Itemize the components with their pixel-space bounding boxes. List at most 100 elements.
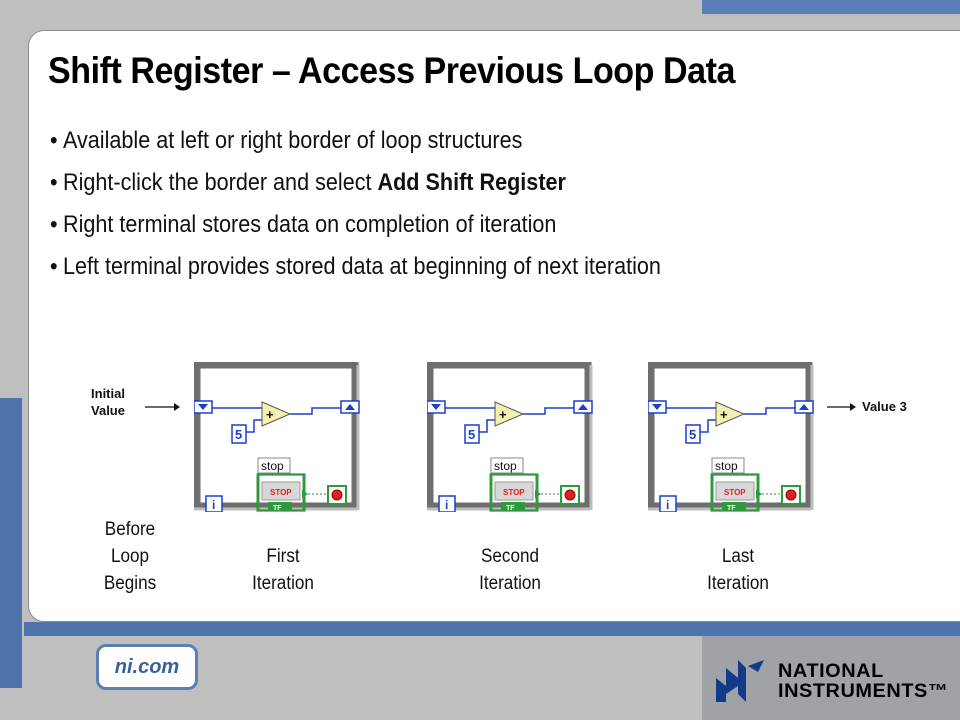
iteration-terminal [438, 495, 456, 512]
stop-label-box [257, 457, 291, 474]
before-loop-label: Before Loop Begins [90, 516, 169, 597]
output-arrow-icon [535, 490, 541, 498]
stop-button-face [261, 481, 301, 501]
plus-icon: + [499, 407, 507, 422]
add-node-icon [715, 401, 746, 427]
decor-left-band [0, 398, 22, 688]
add-node-icon [261, 401, 292, 427]
initial-value-line1: Initial [91, 386, 125, 401]
stop-condition-icon [564, 489, 576, 501]
bullet-list: •Available at left or right border of lo… [50, 120, 729, 288]
stop-label-box [490, 457, 524, 474]
down-arrow-icon [431, 404, 441, 410]
add-node-icon [494, 401, 525, 427]
bullet-dot: • [50, 127, 58, 154]
output-value-arrow-icon [827, 403, 856, 411]
bullet-text: Right terminal stores data on completion… [62, 211, 557, 238]
while-loop-last: + 5 stop STOP TF i [648, 362, 814, 512]
tf-indicator [268, 502, 292, 511]
iteration-terminal-text: i [212, 498, 215, 512]
wire [246, 419, 262, 433]
before-line3: Begins [103, 573, 157, 594]
decor-top-right-bar [702, 0, 960, 14]
tf-text: TF [506, 505, 515, 512]
tf-text: TF [727, 505, 736, 512]
up-arrow-icon [345, 404, 355, 410]
stop-label: stop [715, 459, 738, 473]
while-loop-second: + 5 stop STOP TF i [427, 362, 593, 512]
bullet-item: •Right terminal stores data on completio… [50, 204, 661, 246]
stop-label: stop [494, 459, 517, 473]
stop-button-text: STOP [724, 488, 746, 497]
bullet-item: •Left terminal provides stored data at b… [50, 246, 661, 288]
first-iteration-label: First Iteration [241, 543, 326, 597]
logo-line2: INSTRUMENTS™ [778, 681, 949, 702]
bullet-text: Right-click the border and select [62, 169, 378, 196]
before-line2: Loop [110, 546, 150, 567]
plus-icon: + [266, 407, 274, 422]
bullet-dot: • [50, 253, 58, 280]
bullet-text: Left terminal provides stored data at be… [62, 253, 661, 280]
first-iteration-line2: Iteration [252, 573, 314, 594]
down-arrow-icon [198, 404, 208, 410]
down-arrow-icon [652, 404, 662, 410]
tf-indicator [722, 502, 746, 511]
initial-value-label: Initial Value [82, 385, 134, 419]
numeric-constant [685, 424, 701, 444]
stop-button-face [494, 481, 534, 501]
second-iteration-line1: Second [480, 546, 539, 567]
wire [479, 419, 495, 433]
numeric-constant [464, 424, 480, 444]
bullet-item: •Available at left or right border of lo… [50, 120, 661, 162]
slide-panel [28, 30, 960, 622]
tf-indicator [501, 502, 525, 511]
bullet-dot: • [50, 211, 58, 238]
numeric-constant-text: 5 [235, 427, 242, 442]
tf-text: TF [273, 505, 282, 512]
stop-label: stop [261, 459, 284, 473]
up-arrow-icon [799, 404, 809, 410]
wire [744, 407, 795, 415]
bullet-dot: • [50, 169, 58, 196]
output-arrow-icon [302, 490, 308, 498]
iteration-terminal [659, 495, 677, 512]
ni-eagle-logo-icon [716, 660, 764, 702]
wire [523, 407, 574, 415]
wire [700, 419, 716, 433]
iteration-terminal-text: i [666, 498, 669, 512]
second-iteration-label: Second Iteration [467, 543, 553, 597]
bullet-item: •Right-click the border and select Add S… [50, 162, 661, 204]
initial-value-line2: Value [91, 403, 125, 418]
output-arrow-icon [756, 490, 762, 498]
stop-condition-icon [785, 489, 797, 501]
plus-icon: + [720, 407, 728, 422]
output-value-label: Value 3 [862, 399, 907, 414]
national-instruments-logo: NATIONAL INSTRUMENTS™ [712, 658, 952, 706]
ni-com-link[interactable]: ni.com [96, 644, 198, 690]
decor-bottom-band [24, 622, 960, 636]
up-arrow-icon [578, 404, 588, 410]
initial-value-arrow-icon [145, 403, 180, 411]
first-iteration-line1: First [266, 546, 300, 567]
last-iteration-line1: Last [721, 546, 755, 567]
numeric-constant-text: 5 [468, 427, 475, 442]
before-line1: Before [104, 519, 156, 540]
last-iteration-line2: Iteration [707, 573, 769, 594]
stop-condition-icon [331, 489, 343, 501]
numeric-constant-text: 5 [689, 427, 696, 442]
wire [290, 407, 341, 415]
stop-button-face [715, 481, 755, 501]
stop-label-box [711, 457, 745, 474]
slide-title: Shift Register – Access Previous Loop Da… [48, 50, 735, 91]
iteration-terminal-text: i [445, 498, 448, 512]
while-loop-first: + 5 stop STOP TF i [194, 362, 360, 512]
iteration-terminal [205, 495, 223, 512]
numeric-constant [231, 424, 247, 444]
last-iteration-label: Last Iteration [695, 543, 781, 597]
ni-com-text: ni.com [114, 655, 180, 678]
logo-line1: NATIONAL [778, 661, 884, 682]
stop-button-text: STOP [270, 488, 292, 497]
bullet-bold-text: Add Shift Register [377, 169, 566, 196]
second-iteration-line2: Iteration [479, 573, 541, 594]
stop-button-text: STOP [503, 488, 525, 497]
